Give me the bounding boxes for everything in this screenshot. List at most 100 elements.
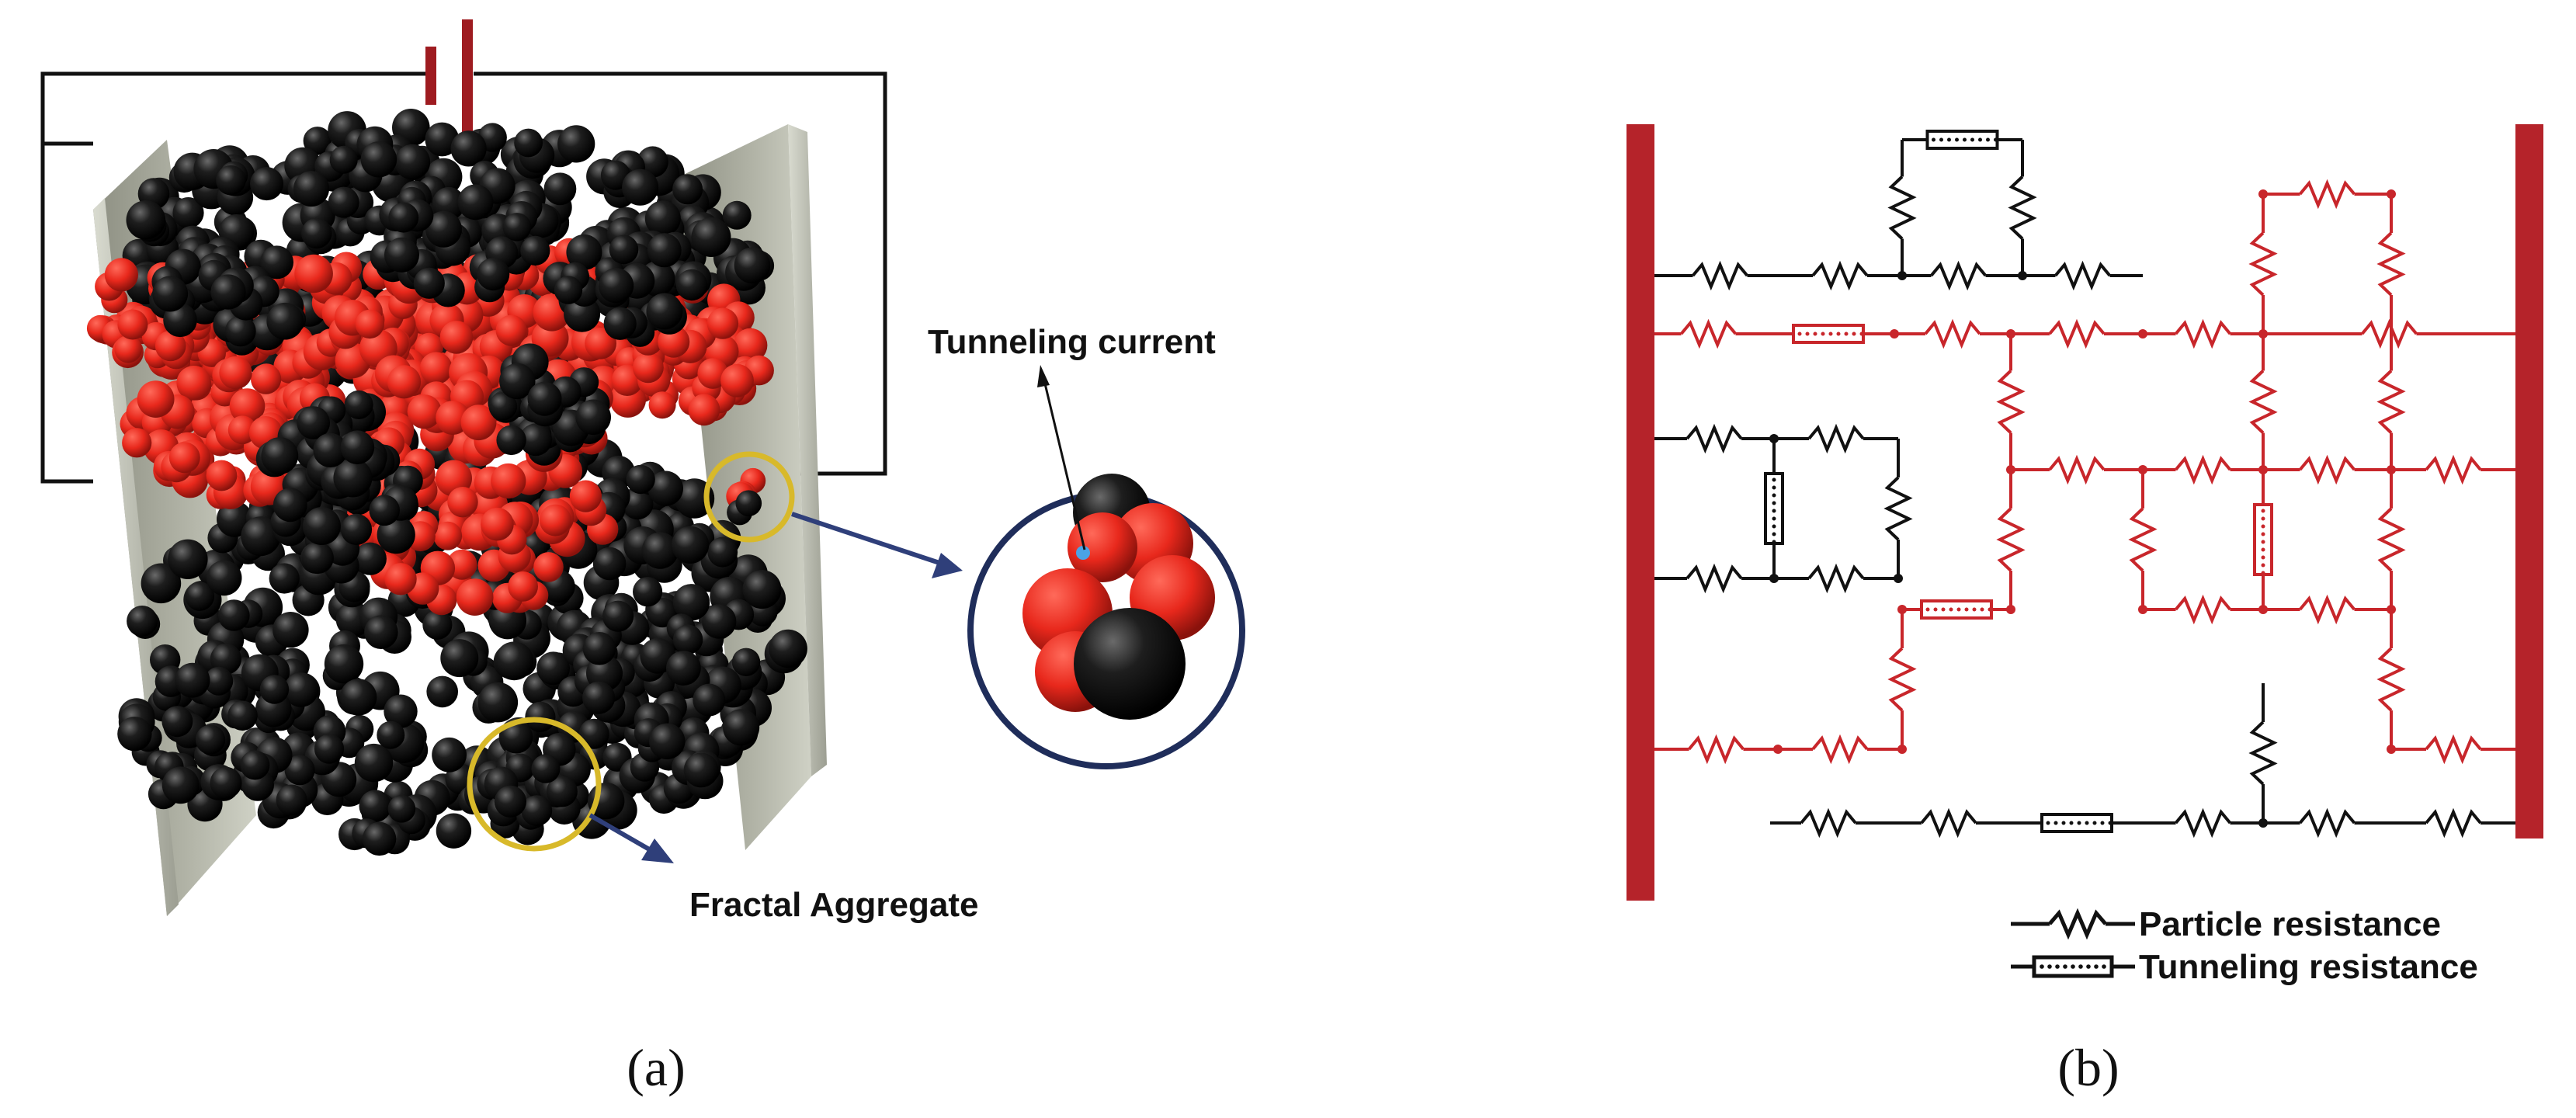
black-particle bbox=[527, 381, 562, 416]
red-particle bbox=[433, 521, 463, 550]
node bbox=[1897, 271, 1907, 280]
black-particle bbox=[359, 790, 392, 822]
tunneling-dot bbox=[1963, 137, 1967, 142]
legend-particle-label: Particle resistance bbox=[2139, 905, 2441, 943]
black-particle bbox=[702, 604, 737, 639]
particle-resistor bbox=[1686, 563, 1743, 594]
black-particle bbox=[301, 217, 332, 249]
black-particle bbox=[324, 644, 364, 684]
particle-resistor bbox=[2048, 454, 2106, 485]
red-particle bbox=[251, 363, 282, 394]
left-electrode-bar bbox=[1626, 124, 1654, 901]
black-particle bbox=[339, 679, 377, 716]
particle-resistor bbox=[1887, 647, 1917, 712]
tunneling-dot bbox=[1772, 532, 1776, 536]
black-particle bbox=[647, 233, 682, 268]
red-particle bbox=[407, 394, 442, 429]
black-particle bbox=[425, 122, 460, 157]
black-particle bbox=[127, 606, 158, 637]
tunneling-arrow bbox=[1037, 365, 1086, 550]
node bbox=[1890, 329, 1899, 339]
black-particle bbox=[672, 584, 710, 621]
particle-resistor bbox=[2425, 734, 2482, 765]
red-particle bbox=[460, 404, 497, 441]
red-particle bbox=[495, 314, 527, 346]
particle-resistor bbox=[2376, 231, 2406, 297]
legend-dot bbox=[2086, 964, 2091, 969]
black-particle bbox=[450, 130, 487, 167]
tunneling-dot bbox=[1772, 501, 1776, 505]
black-particle bbox=[302, 507, 341, 545]
red-particle bbox=[508, 571, 538, 602]
tunneling-dot bbox=[1772, 477, 1776, 482]
black-particle bbox=[494, 785, 527, 818]
black-particle bbox=[582, 681, 616, 714]
black-particle bbox=[259, 675, 290, 704]
red-particle bbox=[168, 442, 200, 474]
black-particle bbox=[364, 615, 398, 649]
particle-resistor bbox=[2174, 454, 2232, 485]
tunneling-current-label: Tunneling current bbox=[928, 323, 1216, 361]
red-particle bbox=[447, 487, 478, 518]
panel-a: Tunneling current Fractal Aggregate (a) bbox=[40, 19, 1245, 1097]
node bbox=[1769, 574, 1779, 583]
tunneling-dot bbox=[2108, 821, 2113, 825]
black-particle bbox=[340, 430, 375, 464]
legend-tunneling-label: Tunneling resistance bbox=[2139, 948, 2478, 986]
red-particle bbox=[456, 578, 494, 616]
black-particle bbox=[384, 694, 418, 728]
tunneling-dot bbox=[1813, 332, 1817, 336]
red-particle bbox=[384, 563, 417, 595]
black-particle bbox=[646, 293, 683, 330]
black-particle bbox=[499, 363, 536, 400]
black-particle bbox=[303, 127, 332, 155]
red-particle bbox=[294, 254, 333, 293]
black-particle bbox=[426, 675, 458, 708]
particle-resistor bbox=[1691, 260, 1749, 291]
tunneling-dot bbox=[2261, 516, 2265, 521]
black-particle bbox=[204, 666, 234, 696]
tunneling-dot bbox=[2046, 821, 2050, 825]
black-particle bbox=[353, 542, 387, 575]
black-particle bbox=[674, 478, 715, 519]
black-particle bbox=[301, 541, 334, 575]
particle-resistor bbox=[2376, 507, 2406, 572]
red-particle bbox=[117, 309, 148, 340]
black-particle bbox=[333, 458, 373, 498]
legend-particle-symbol bbox=[2011, 908, 2135, 940]
red-particle bbox=[688, 394, 720, 426]
black-particle bbox=[495, 641, 534, 681]
black-particle bbox=[273, 488, 307, 523]
particle-resistor bbox=[2174, 807, 2232, 838]
black-particle bbox=[313, 432, 348, 468]
red-particle bbox=[569, 480, 602, 512]
particle-resistor bbox=[1883, 476, 1913, 541]
red-particle bbox=[122, 428, 152, 458]
black-particle bbox=[329, 145, 358, 174]
black-particle bbox=[603, 307, 637, 340]
particle-resistor bbox=[2376, 647, 2406, 712]
tunneling-dot bbox=[2069, 821, 2074, 825]
tunneling-dot bbox=[1939, 137, 1943, 142]
black-particle bbox=[175, 662, 210, 698]
particle-resistor bbox=[2128, 507, 2158, 572]
black-particle bbox=[723, 709, 760, 746]
tunneling-dot bbox=[1852, 332, 1856, 336]
black-particle bbox=[647, 470, 683, 506]
node bbox=[1897, 745, 1907, 754]
black-particle bbox=[536, 651, 570, 686]
black-particle bbox=[675, 269, 708, 301]
black-particle bbox=[666, 651, 701, 686]
black-particle bbox=[731, 648, 761, 676]
black-particle bbox=[224, 315, 256, 347]
black-particle bbox=[735, 490, 762, 516]
particle-resistor bbox=[2174, 594, 2232, 625]
tunneling-dot bbox=[1772, 493, 1776, 498]
black-particle bbox=[502, 213, 532, 241]
black-particle bbox=[227, 700, 258, 731]
black-particle bbox=[672, 624, 703, 654]
node bbox=[2387, 605, 2396, 614]
particle-resistor bbox=[1811, 260, 1869, 291]
node bbox=[1894, 574, 1903, 583]
black-particle bbox=[531, 754, 561, 783]
